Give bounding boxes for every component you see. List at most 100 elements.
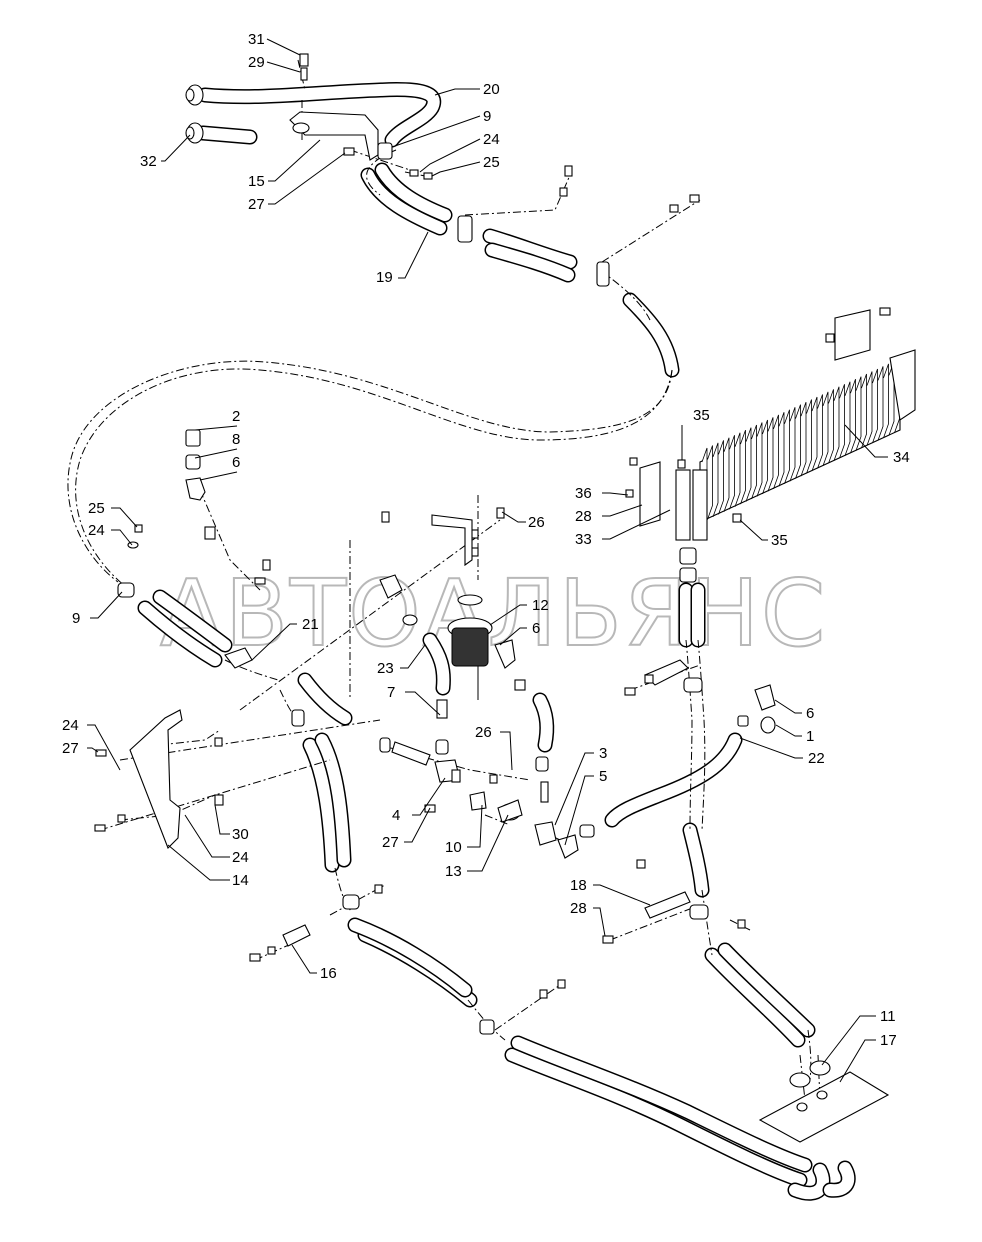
oil-cooler — [625, 307, 916, 583]
callout-label: 13 — [445, 863, 462, 880]
callout-label: 4 — [392, 807, 400, 824]
callout-label: 25 — [88, 500, 105, 517]
callout-leader — [844, 424, 888, 458]
callout-label: 35 — [693, 407, 710, 424]
callout-label: 29 — [248, 54, 265, 71]
callout-leader — [554, 752, 594, 826]
callout-leader — [214, 804, 230, 835]
callout-leader — [251, 623, 297, 661]
callout-label: 26 — [475, 724, 492, 741]
callout-label: 21 — [302, 616, 319, 633]
callout-label: 1 — [806, 728, 814, 745]
callout-leader — [774, 699, 802, 714]
callout-leader — [161, 134, 191, 162]
callout-label: 25 — [483, 154, 500, 171]
callout-label: 9 — [72, 610, 80, 627]
callout-leader — [775, 724, 802, 737]
callout-label: 9 — [483, 108, 491, 125]
callout-leader — [500, 731, 513, 771]
callout-label: 15 — [248, 173, 265, 190]
callout-label: 23 — [377, 660, 394, 677]
callout-leader — [602, 492, 629, 496]
callout-label: 14 — [232, 872, 249, 889]
callout-leader — [111, 529, 133, 546]
callout-leader — [268, 139, 321, 182]
callout-leader — [434, 88, 480, 96]
callout-label: 8 — [232, 431, 240, 448]
callout-leader — [266, 61, 301, 73]
callout-label: 32 — [140, 153, 157, 170]
callout-leader — [184, 814, 230, 858]
callout-leader — [431, 161, 481, 177]
callout-label: 3 — [599, 745, 607, 762]
callout-leader — [412, 777, 446, 816]
callout-label: 19 — [376, 269, 393, 286]
callout-label: 28 — [570, 900, 587, 917]
callout-label: 27 — [248, 196, 265, 213]
callout-label: 2 — [232, 408, 240, 425]
callout-label: 17 — [880, 1032, 897, 1049]
callout-label: 26 — [528, 514, 545, 531]
callout-leader — [821, 1015, 876, 1066]
callout-label: 6 — [532, 620, 540, 637]
callout-leader — [467, 804, 483, 848]
callout-label: 11 — [880, 1008, 896, 1025]
callout-label: 20 — [483, 81, 500, 98]
callout-label: 7 — [387, 684, 395, 701]
callout-leader — [489, 604, 527, 626]
callout-leader — [602, 509, 671, 540]
callout-leader — [90, 591, 123, 619]
callout-leader — [593, 907, 606, 937]
callout-leader — [87, 747, 99, 753]
callout-leader — [405, 691, 441, 716]
callout-label: 16 — [320, 965, 337, 982]
callout-leader — [398, 231, 429, 279]
callout-leader — [602, 504, 643, 517]
callout-leader — [87, 724, 121, 771]
callout-leader — [199, 471, 238, 481]
callout-leader — [499, 627, 527, 646]
callout-leader — [739, 737, 803, 759]
callout-leader — [266, 38, 301, 56]
callout-label: 36 — [575, 485, 592, 502]
callout-label: 6 — [806, 705, 814, 722]
callout-leader — [564, 775, 594, 846]
callout-label: 24 — [483, 131, 500, 148]
callout-label: 6 — [232, 454, 240, 471]
callout-leader — [111, 507, 138, 528]
callout-leader — [593, 884, 651, 906]
callout-label: 30 — [232, 826, 249, 843]
callout-label: 31 — [248, 31, 265, 48]
callout-label: 27 — [62, 740, 79, 757]
watermark: АВТОАЛЬЯНС — [160, 560, 827, 667]
callout-label: 24 — [232, 849, 249, 866]
callout-label: 10 — [445, 839, 462, 856]
callout-leader — [419, 138, 481, 173]
callout-leader — [194, 425, 238, 431]
callout-leader — [194, 448, 238, 459]
callout-label: 12 — [532, 597, 549, 614]
callout-leader — [400, 644, 426, 669]
callout-leader — [394, 115, 481, 147]
callout-label: 33 — [575, 531, 592, 548]
callout-label: 24 — [62, 717, 79, 734]
callout-label: 34 — [893, 449, 910, 466]
callout-leader — [739, 519, 768, 541]
callout-label: 18 — [570, 877, 587, 894]
callout-label: 22 — [808, 750, 825, 767]
callout-label: 35 — [771, 532, 788, 549]
callout-label: 27 — [382, 834, 399, 851]
small-parts — [94, 53, 890, 1143]
callout-label: 24 — [88, 522, 105, 539]
callout-leader — [291, 944, 317, 974]
callout-leader — [404, 807, 431, 843]
callout-label: 5 — [599, 768, 607, 785]
callout-leader — [467, 814, 509, 872]
callout-leader — [501, 511, 526, 523]
hose-assembly — [137, 82, 856, 1201]
callout-leader — [839, 1039, 876, 1083]
callout-label: 28 — [575, 508, 592, 525]
callout-leader — [268, 152, 346, 205]
